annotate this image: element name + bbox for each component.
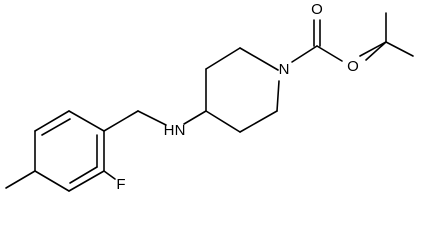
amine-linker: [103, 110, 207, 132]
aryl-substituents: [5, 170, 116, 189]
bond-nh-to-ch2: [137, 110, 167, 126]
bond-tbu-to-oxygen: [365, 41, 387, 61]
bond-tbu-left: [359, 41, 387, 57]
bond-ring-c6-to-n: [276, 80, 280, 112]
bond-ring-c5-to-c6: [239, 110, 278, 133]
bond-ch2-to-aryl: [103, 110, 139, 132]
bond-aryl-c2-c3: [34, 110, 70, 132]
atom-label-hydrogen-amine: H: [164, 122, 175, 139]
tert-butyl-group: [359, 12, 414, 61]
piperidine-ring: [205, 47, 280, 133]
bond-ring-c4-to-c5: [205, 110, 241, 133]
bond-c4-to-nh: [183, 110, 207, 125]
atom-label-oxygen-ester: O: [347, 58, 359, 75]
atom-labels: O O N N H F: [116, 1, 358, 193]
atom-label-fluorine: F: [116, 176, 125, 193]
bond-to-fluorine: [103, 170, 116, 180]
bond-aryl-c1-c2: [68, 110, 105, 132]
carbamate-group: [291, 19, 343, 63]
bond-ring-n-to-c2: [239, 47, 279, 71]
bond-oxygen-to-carbonyl-carbon: [316, 45, 343, 62]
atom-label-oxygen-carbonyl: O: [311, 1, 323, 18]
chemical-structure-diagram: O O N N H F: [5, 1, 414, 193]
bond-tbu-right: [385, 41, 414, 57]
bond-ring-c2-to-c3: [205, 47, 241, 70]
bond-aryl-inner-top: [41, 118, 71, 136]
bond-carbonyl-to-nitrogen: [291, 45, 318, 63]
atom-label-nitrogen-ring: N: [279, 61, 290, 78]
bond-aryl-inner-bottom: [69, 166, 98, 184]
bond-aryl-c4-c5: [34, 170, 70, 192]
bond-aryl-c5-c6: [68, 170, 105, 192]
bond-methyl: [5, 170, 36, 189]
benzene-ring: [34, 110, 105, 192]
atom-label-nitrogen-amine: N: [175, 122, 186, 139]
